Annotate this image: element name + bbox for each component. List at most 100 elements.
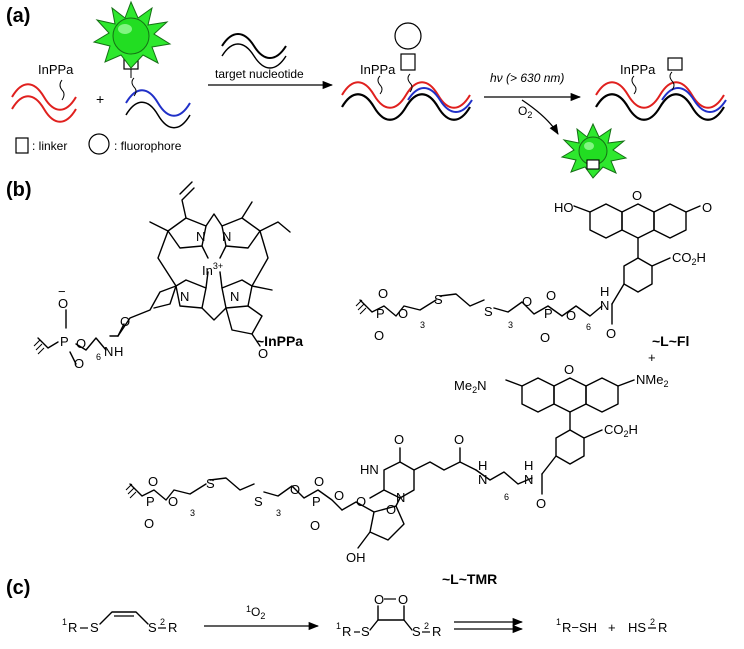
cleaved-complex <box>595 57 727 121</box>
svg-text:HS: HS <box>628 620 646 635</box>
svg-text:+: + <box>608 620 616 635</box>
linker-box-2 <box>400 53 416 71</box>
red-probe-strand <box>11 79 77 123</box>
inppa-o-top: O <box>58 296 68 311</box>
arrow2-o2: O2 <box>518 104 532 120</box>
ltmr-o-3: O <box>168 494 178 509</box>
ltmr-hn: HN <box>360 462 379 477</box>
svg-text:S: S <box>148 620 157 635</box>
ltmr-s-1: S <box>206 476 215 491</box>
target-nucleotide-icon <box>221 33 287 69</box>
inppa-nh-h: H <box>114 344 123 359</box>
ltmr-uracil-n: N <box>396 490 405 505</box>
panel-label-c: (c) <box>6 577 30 599</box>
inppa-o-bottom: O <box>74 356 84 371</box>
inppa-metal: In3+ <box>202 261 223 278</box>
products: 1 R−SH + HS 2 R <box>556 617 667 635</box>
linker-box-3 <box>667 57 683 71</box>
ltmr-o-4: O <box>290 482 300 497</box>
lfl-o-4: O <box>522 294 532 309</box>
svg-text:O: O <box>398 592 408 607</box>
lfl-amide-o: O <box>606 326 616 341</box>
ltmr-p-1: P <box>146 494 155 509</box>
legend-fluorophore-circle <box>88 133 110 155</box>
inppa-n-3: N <box>180 289 189 304</box>
ltmr-oh: OH <box>346 550 366 565</box>
lfl-o-1: O <box>378 286 388 301</box>
inppa-tether-1 <box>59 79 65 101</box>
svg-text:R−SH: R−SH <box>562 620 597 635</box>
green-star-fluorophore-2 <box>560 122 628 179</box>
lfl-keto-o: O <box>702 200 712 215</box>
lfl-co2h: CO2H <box>672 250 706 267</box>
inppa-o-ester: O <box>76 336 86 351</box>
legend-linker-text: : linker <box>32 139 67 153</box>
panel-label-a: (a) <box>6 5 30 27</box>
inppa-amide-o: O <box>120 314 130 329</box>
svg-text:R: R <box>658 620 667 635</box>
svg-text:S: S <box>412 624 421 639</box>
lfl-o-7: O <box>566 308 576 323</box>
ltmr-sub-3b: 3 <box>276 508 281 518</box>
lfl-sub-6: 6 <box>586 322 591 332</box>
blue-fluorophore-strand <box>123 54 191 129</box>
inppa-structure: N N N N In3+ O <box>117 181 291 361</box>
inppa-nh-n: N <box>104 344 113 359</box>
ltmr-sugar-o: O <box>386 502 396 517</box>
lfl-o-2: O <box>374 328 384 343</box>
svg-text:R: R <box>68 620 77 635</box>
svg-text:2: 2 <box>650 617 655 627</box>
ltmr-nh-h2: H <box>524 458 533 473</box>
svg-text:R: R <box>342 624 351 639</box>
reactant-thioether: 1 R S S 2 R <box>62 611 177 635</box>
lfl-nh-h: H <box>600 284 609 299</box>
ltmr-o-5: O <box>314 474 324 489</box>
lfl-o-3: O <box>398 306 408 321</box>
inppa-n-4: N <box>230 289 239 304</box>
name-inppa: ~InPPa <box>256 333 303 349</box>
ltmr-nh-h1: H <box>478 458 487 473</box>
ltmr-nh-n1: N <box>478 472 487 487</box>
ltmr-o-1: O <box>148 474 158 489</box>
svg-text:S: S <box>361 624 370 639</box>
ltmr-uracil-o1: O <box>394 432 404 447</box>
inppa-label-2: InPPa <box>360 62 396 77</box>
lfl-ho: HO <box>554 200 574 215</box>
svg-text:1: 1 <box>556 617 561 627</box>
ltmr-sub-6: 6 <box>504 492 509 502</box>
inppa-n-1: N <box>196 229 205 244</box>
reagent-1o2: 1O2 <box>246 604 265 621</box>
lfl-o-5: O <box>546 288 556 303</box>
ltmr-amide-o1: O <box>454 432 464 447</box>
ltmr-o-2: O <box>144 516 154 531</box>
ltmr-nme2: NMe2 <box>636 372 668 389</box>
dioxetane-intermediate: O O 1 R S S 2 R <box>336 592 441 639</box>
inppa-n-2: N <box>222 229 231 244</box>
ltmr-me2n: Me2N <box>454 378 486 395</box>
inppa-label-3: InPPa <box>620 62 656 77</box>
lfl-structure: HO O O CO2H O P O O 3 S S 3 O P O O O 6 … <box>355 188 712 345</box>
inppa-o-top-minus: − <box>58 284 66 299</box>
svg-text:2: 2 <box>424 621 429 631</box>
lfl-sub-3b: 3 <box>508 320 513 330</box>
plus-sign-a: + <box>96 91 104 107</box>
ltmr-o-7: O <box>334 488 344 503</box>
svg-text:R: R <box>432 624 441 639</box>
svg-text:1: 1 <box>336 621 341 631</box>
svg-text:1: 1 <box>62 617 67 627</box>
ltmr-amide-o2: O <box>536 496 546 511</box>
svg-text:R: R <box>168 620 177 635</box>
ltmr-nh-n2: N <box>524 472 533 487</box>
inppa-phosphate-tether: O − P O O 6 N H O <box>33 284 130 371</box>
fluorophore-circle-1 <box>394 22 422 50</box>
ltmr-structure: Me2N O NMe2 + CO2H O HN O N O H N 6 H N … <box>125 350 668 565</box>
ltmr-plus: + <box>648 350 656 365</box>
ltmr-uracil-o2: O <box>356 494 366 509</box>
ltmr-s-2: S <box>254 494 263 509</box>
svg-text:S: S <box>90 620 99 635</box>
ltmr-sub-3a: 3 <box>190 508 195 518</box>
lfl-p-2: P <box>544 306 553 321</box>
name-lfl: ~L~Fl <box>652 333 689 349</box>
